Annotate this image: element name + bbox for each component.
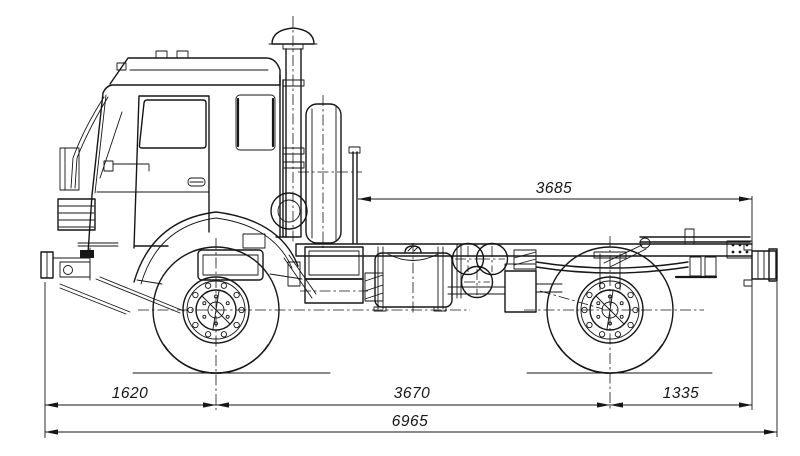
centerlines: [138, 236, 704, 410]
dimension-bottom-chain: 1620 3670 1335: [45, 385, 752, 408]
transfer-case: [447, 263, 604, 313]
frame-rail: [295, 243, 753, 257]
dim-overall-length-label: 6965: [392, 413, 428, 430]
truck-side-view: [40, 16, 778, 410]
dimension-top: 3685: [358, 180, 752, 202]
dimension-annotations: 3685 1620 3670 1335 6965: [44, 180, 778, 438]
step-box: [197, 249, 264, 281]
fuel-tank: [373, 243, 453, 313]
dim-rear-section-label: 1335: [663, 385, 699, 402]
cab-mount: [242, 233, 266, 249]
front-suspension: [59, 261, 303, 315]
spare-wheel: [298, 95, 362, 250]
mirror-glass: [57, 198, 96, 231]
battery-box: [300, 246, 368, 304]
door-handle: [187, 177, 206, 187]
winch-drum: [270, 192, 308, 230]
roof-marker-lamp: [176, 50, 189, 59]
quarter-window: [235, 94, 276, 151]
door: [133, 95, 210, 249]
front-fender: [133, 211, 299, 285]
air-reservoirs: [451, 242, 509, 299]
door-window: [138, 99, 207, 149]
windshield-edge: [94, 94, 107, 194]
air-intake-stack: [268, 16, 318, 242]
dim-top-label: 3685: [536, 180, 572, 197]
intake-cap-icon: [271, 27, 315, 45]
dim-front-overhang-label: 1620: [112, 385, 148, 402]
mirror: [57, 96, 109, 231]
front-bumper: [40, 242, 119, 281]
spare-wheel-crane: [603, 228, 751, 268]
tow-hook-icon: [63, 265, 73, 275]
cowl-grab-handle: [103, 160, 150, 172]
front-fairing-lamp: [116, 62, 127, 71]
cab: [40, 50, 317, 299]
tank-bracket: [364, 272, 384, 302]
roof-marker-lamp: [155, 50, 168, 59]
dimension-overall: 6965: [45, 413, 777, 435]
drag-link: [95, 276, 185, 314]
dim-wheelbase-label: 3670: [394, 385, 430, 402]
